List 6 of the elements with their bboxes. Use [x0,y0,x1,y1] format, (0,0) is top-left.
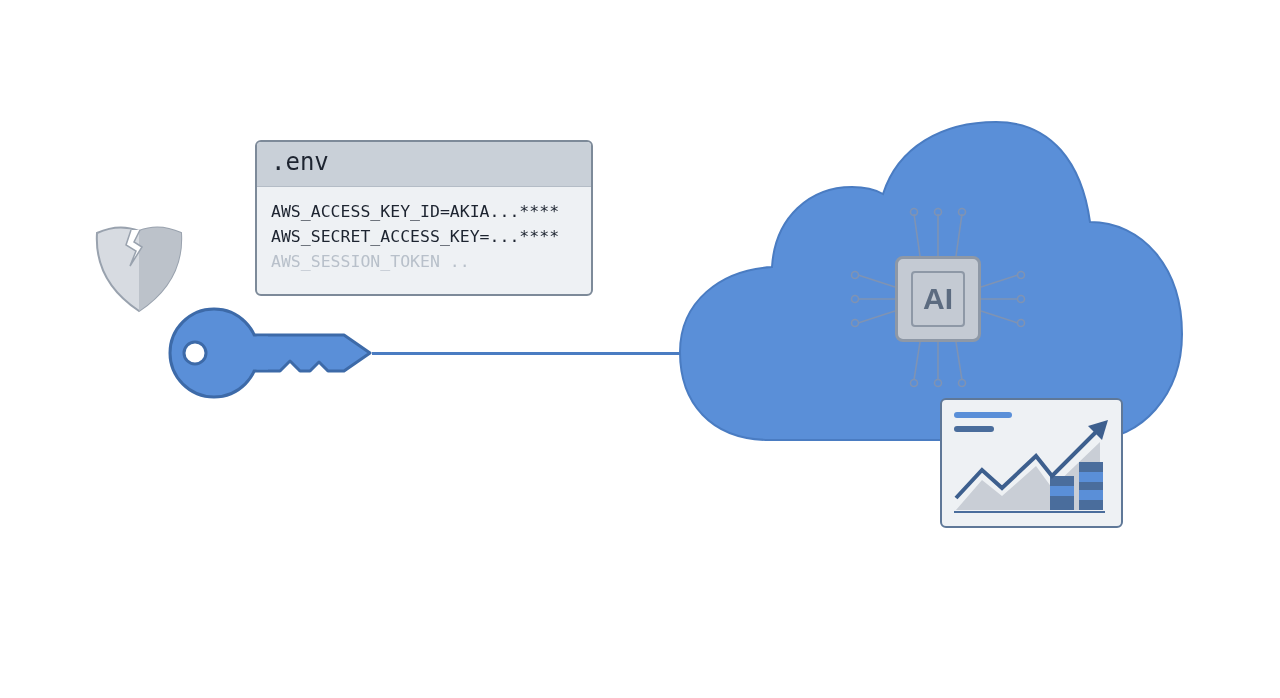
connector-line [372,352,680,355]
file-name-header: .env [257,142,591,187]
env-file-card [255,140,593,296]
code-line: AWS_SECRET_ACCESS_KEY=...**** [271,226,561,248]
chip-icon: AI [895,256,981,342]
code-line: AWS_ACCESS_KEY_ID=AKIA...**** [271,201,561,223]
